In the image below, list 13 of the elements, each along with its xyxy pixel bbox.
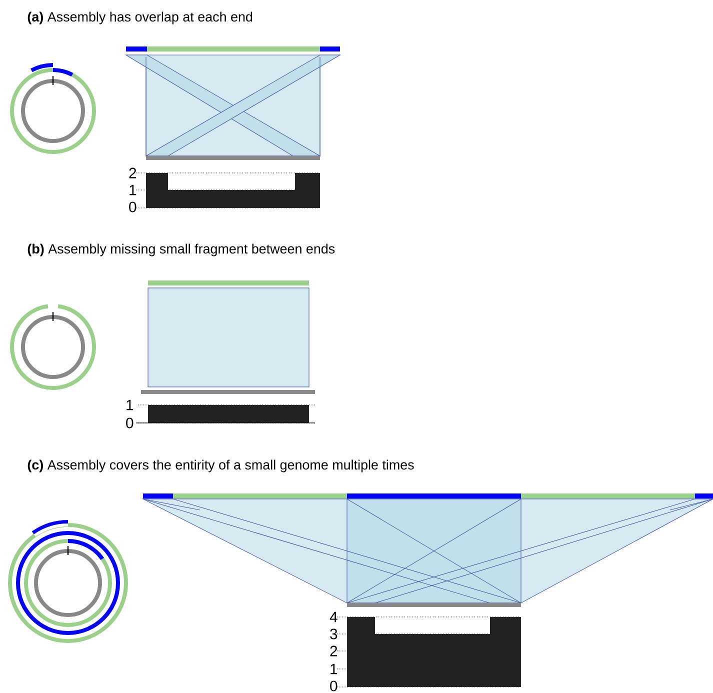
panel-title: (b) Assembly missing small fragment between ends <box>28 244 335 256</box>
tick-label: 2 <box>330 646 338 656</box>
tick-label: 3 <box>330 628 338 640</box>
tick-label: 0 <box>126 418 134 428</box>
tick-label: 0 <box>129 202 136 212</box>
tick-label: 1 <box>126 400 134 410</box>
tick-label: 1 <box>330 664 338 674</box>
tick-label: 0 <box>330 680 338 692</box>
tick-label: 2 <box>129 168 136 178</box>
panel-title: (a) Assembly has overlap at each end <box>28 12 252 24</box>
tick-label: 4 <box>330 612 338 622</box>
tick-label: 1 <box>130 184 136 196</box>
panel-title: (c) Assembly covers the entirity of a small genome multiple times <box>28 460 414 472</box>
